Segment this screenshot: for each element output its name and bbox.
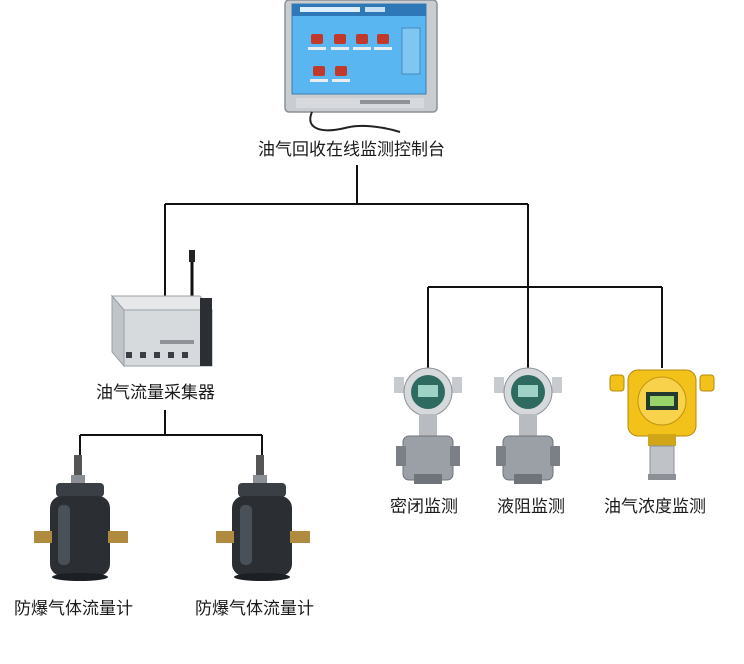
flow-meter-1 (34, 455, 128, 581)
resistance-monitor-label: 液阻监测 (497, 497, 565, 517)
console-device (284, 0, 438, 133)
flow-meter-1-label: 防爆气体流量计 (14, 599, 133, 619)
concentration-monitor-label: 油气浓度监测 (604, 497, 706, 517)
flow-meter-2-label: 防爆气体流量计 (195, 599, 314, 619)
resistance-transmitter (494, 367, 562, 484)
flow-meter-2 (216, 455, 310, 581)
collector-device (110, 250, 214, 368)
console-label: 油气回收在线监测控制台 (258, 140, 445, 160)
sealed-monitor-label: 密闭监测 (390, 497, 458, 517)
concentration-detector (609, 369, 715, 480)
connector-lines (79, 165, 663, 470)
collector-label: 油气流量采集器 (96, 383, 215, 403)
sealed-transmitter (394, 367, 462, 484)
